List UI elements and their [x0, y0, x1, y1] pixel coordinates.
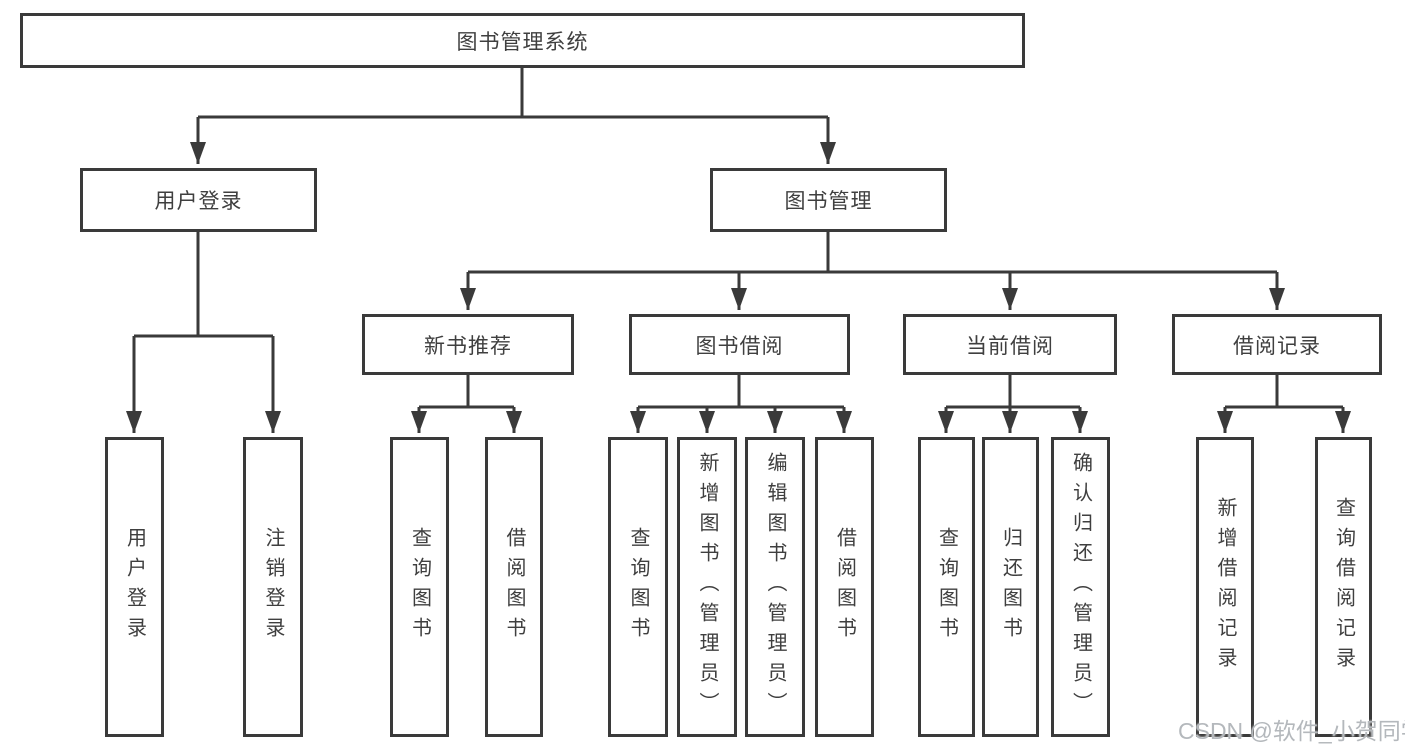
- node-leaf-query-borrow-record: 查询借阅记录: [1315, 437, 1372, 737]
- node-book-borrow: 图书借阅: [629, 314, 850, 375]
- leaf-label: 查询图书: [408, 527, 431, 647]
- node-leaf-borrow-books-recommend: 借阅图书: [485, 437, 543, 737]
- node-leaf-query-books-current: 查询图书: [918, 437, 975, 737]
- leaf-label: 用户登录: [123, 527, 146, 647]
- node-root-library-system: 图书管理系统: [20, 13, 1025, 68]
- node-leaf-user-login: 用户登录: [105, 437, 164, 737]
- node-leaf-logout: 注销登录: [243, 437, 303, 737]
- node-leaf-borrow-books: 借阅图书: [815, 437, 874, 737]
- node-leaf-add-borrow-record: 新增借阅记录: [1196, 437, 1254, 737]
- leaf-label: 归还图书: [999, 527, 1022, 647]
- watermark: CSDN @软件_小贺同学: [1178, 718, 1405, 744]
- node-user-login: 用户登录: [80, 168, 317, 232]
- leaf-label: 查询图书: [627, 527, 649, 647]
- leaf-label: 注销登录: [262, 527, 284, 647]
- leaf-label: 查询借阅记录: [1332, 497, 1355, 677]
- node-leaf-confirm-return-admin: 确认归还（管理员）: [1051, 437, 1110, 737]
- leaf-label: 查询图书: [935, 527, 958, 647]
- leaf-label: 编辑图书（管理员）: [764, 452, 786, 722]
- node-leaf-add-books-admin: 新增图书（管理员）: [677, 437, 737, 737]
- node-new-book-recommend: 新书推荐: [362, 314, 574, 375]
- node-leaf-return-books: 归还图书: [982, 437, 1039, 737]
- leaf-label: 借阅图书: [833, 527, 856, 647]
- node-borrow-records: 借阅记录: [1172, 314, 1382, 375]
- leaf-label: 新增借阅记录: [1214, 497, 1236, 677]
- leaf-label: 借阅图书: [503, 527, 525, 647]
- leaf-label: 确认归还（管理员）: [1069, 452, 1092, 722]
- node-leaf-query-books-borrow: 查询图书: [608, 437, 668, 737]
- leaf-label: 新增图书（管理员）: [696, 452, 718, 722]
- node-leaf-query-books-recommend: 查询图书: [390, 437, 449, 737]
- node-leaf-edit-books-admin: 编辑图书（管理员）: [745, 437, 805, 737]
- node-book-management: 图书管理: [710, 168, 947, 232]
- node-current-borrow: 当前借阅: [903, 314, 1117, 375]
